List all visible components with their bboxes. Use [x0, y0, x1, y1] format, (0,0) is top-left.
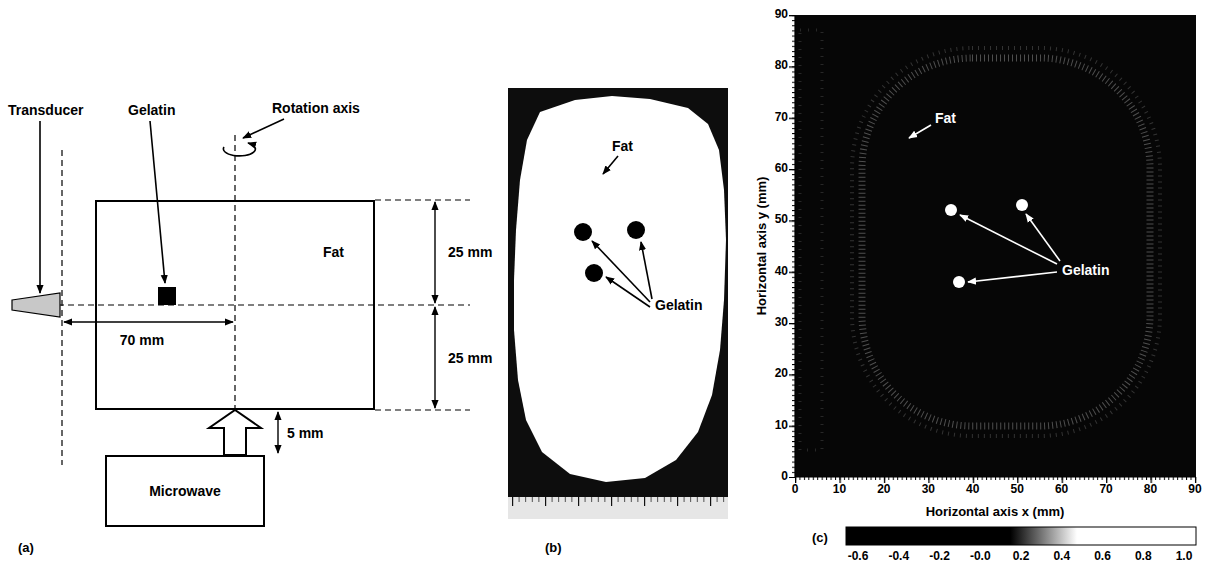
- panel-label: (b): [545, 541, 562, 556]
- dimension-label: 5 mm: [287, 425, 324, 441]
- rotation-axis-line: [234, 135, 235, 410]
- leader-line: [592, 241, 650, 302]
- dimension-label: 70 mm: [120, 332, 164, 348]
- sample-block: Fat: [95, 200, 375, 410]
- axis-ticks: [789, 14, 795, 478]
- leader-line: [968, 272, 1057, 282]
- colorbar-tick-label: 0.4: [1053, 550, 1070, 564]
- leader-line: [641, 242, 652, 299]
- block-arrow: [209, 410, 261, 455]
- dimension-label: 25 mm: [448, 350, 492, 366]
- fat-region: [514, 96, 726, 482]
- tick-label: 80: [775, 59, 788, 73]
- leader-line: [39, 121, 41, 293]
- part-label: Fat: [935, 110, 956, 126]
- axis-title: Horizontal axis y (mm): [755, 177, 770, 316]
- dimension-line: [434, 307, 435, 408]
- colorbar-tick-label: -0.0: [970, 550, 991, 564]
- gelatin-inclusion: [574, 223, 592, 241]
- colorbar-tick-label: 1.0: [1176, 550, 1193, 564]
- node-text: Fat: [323, 244, 344, 260]
- transducer-symbol: [12, 293, 60, 317]
- leader-line: [1026, 214, 1060, 261]
- microwave-box: Microwave: [105, 455, 265, 527]
- tick-label: 10: [775, 419, 788, 433]
- ruler: [508, 497, 728, 519]
- edge-noise: [800, 30, 822, 450]
- axis-title: Horizontal axis x (mm): [926, 505, 1065, 520]
- colorbar-tick-label: -0.4: [888, 550, 909, 564]
- dashed-guide: [375, 409, 470, 410]
- fat-boundary-noise: [852, 48, 1160, 436]
- part-label: Transducer: [8, 102, 83, 118]
- gelatin-inclusion: [1016, 199, 1028, 211]
- part-label: Gelatin: [655, 297, 702, 313]
- dashed-guide: [61, 150, 62, 465]
- tick-label: 90: [1188, 483, 1201, 497]
- leader-line: [243, 119, 284, 138]
- tick-label: 50: [1011, 483, 1024, 497]
- tick-label: 50: [775, 213, 788, 227]
- tick-label: 90: [775, 8, 788, 22]
- leader-line: [606, 277, 650, 307]
- part-label: Fat: [612, 138, 633, 154]
- tick-label: 40: [775, 265, 788, 279]
- tick-label: 0: [792, 483, 799, 497]
- tick-label: 40: [966, 483, 979, 497]
- schematic: [12, 119, 470, 465]
- part-label: Gelatin: [128, 102, 175, 118]
- tick-label: 60: [775, 162, 788, 176]
- colorbar: [846, 527, 1196, 545]
- photo-background: [508, 88, 728, 500]
- gelatin-inclusion: [953, 276, 965, 288]
- dashed-guide: [375, 199, 470, 200]
- tick-label: 30: [922, 483, 935, 497]
- part-label: Gelatin: [1062, 262, 1109, 278]
- part-label: Rotation axis: [272, 100, 360, 116]
- gelatin-inclusion: [945, 204, 957, 216]
- colorbar-tick-label: 0.2: [1013, 550, 1030, 564]
- leader-line: [909, 125, 931, 138]
- gelatin-sample: [158, 287, 176, 305]
- rotation-arrow: [223, 143, 255, 156]
- dimension-line: [64, 321, 233, 322]
- colorbar-tick-label: 0.8: [1135, 550, 1152, 564]
- fat-boundary-noise: [862, 58, 1150, 426]
- panel-label: (a): [18, 541, 34, 556]
- plot-background: [795, 15, 1196, 477]
- colorbar-tick-label: -0.6: [848, 550, 869, 564]
- tick-label: 20: [775, 367, 788, 381]
- leader-line: [603, 156, 618, 174]
- tick-label: 60: [1055, 483, 1068, 497]
- gelatin-inclusion: [627, 221, 645, 239]
- tick-label: 10: [833, 483, 846, 497]
- leader-line: [150, 121, 165, 283]
- colorbar-tick-label: 0.6: [1094, 550, 1111, 564]
- dimension-label: 25 mm: [448, 244, 492, 260]
- tick-label: 30: [775, 316, 788, 330]
- tick-label: 80: [1144, 483, 1157, 497]
- tick-label: 70: [1099, 483, 1112, 497]
- node-text: Microwave: [149, 483, 221, 499]
- gelatin-inclusion: [585, 264, 603, 282]
- dimension-line: [434, 202, 435, 303]
- dimension-line: [277, 412, 278, 453]
- tick-label: 20: [877, 483, 890, 497]
- ruler-ticks: [512, 497, 725, 506]
- colorbar-tick-label: -0.2: [929, 550, 950, 564]
- leader-line: [960, 215, 1057, 264]
- panel-label: (c): [812, 531, 828, 546]
- tick-label: 0: [781, 470, 788, 484]
- sample-photo: [508, 88, 728, 519]
- image-plot: [789, 14, 1197, 545]
- axis-ticks: [795, 477, 1197, 483]
- tick-label: 70: [775, 111, 788, 125]
